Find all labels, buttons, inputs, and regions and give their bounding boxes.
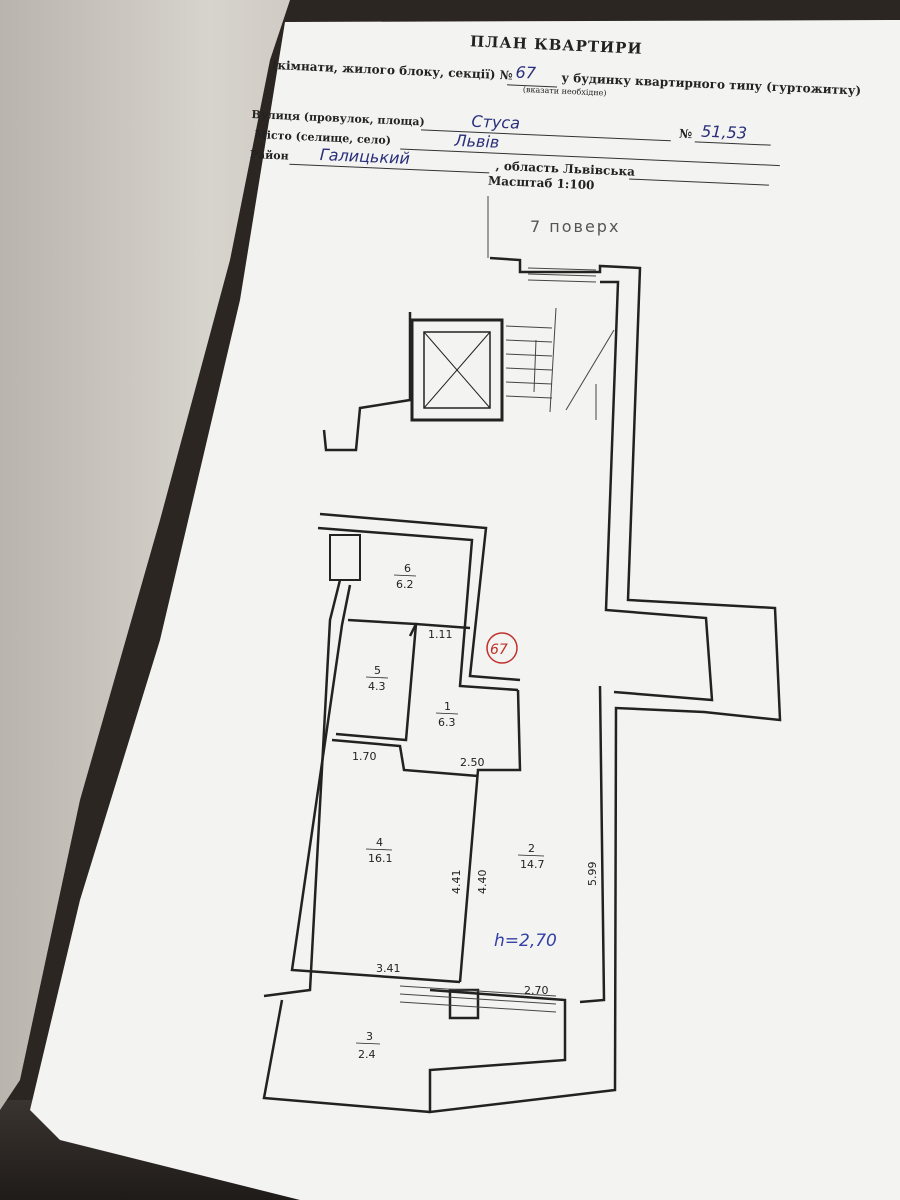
ceiling-height: h=2,70 (494, 931, 557, 951)
wall-bath-left-inner (290, 584, 461, 984)
dim-4-41: 4.41 (450, 870, 463, 895)
dim-2-50: 2.50 (460, 756, 485, 769)
room-4-no: 4 (376, 836, 383, 849)
wall-room1 (458, 689, 522, 983)
apartment-mark-circle (486, 632, 518, 664)
wall-room2-right (579, 685, 606, 1004)
wall-corridor (408, 622, 471, 637)
shaft-box (329, 534, 361, 581)
room-4-area: 16.1 (368, 852, 393, 865)
room-3-area: 2.4 (358, 1048, 376, 1061)
wall-room5 (335, 618, 418, 742)
dim-5-99: 5.99 (586, 862, 599, 887)
stair-treads-left (505, 325, 553, 399)
room-5-area: 4.3 (368, 680, 386, 693)
dim-4-40: 4.40 (476, 870, 489, 895)
stair-arrow-down (533, 339, 537, 393)
stair-diagonal (565, 329, 615, 411)
room-2-area: 14.7 (520, 858, 545, 871)
room-2-no: 2 (528, 842, 535, 855)
stair-handrail (549, 307, 557, 413)
room-3-no: 3 (366, 1030, 373, 1043)
room-labels: 6 6.2 5 4.3 1 6.3 4 16.1 2 14.7 3 2.4 (355, 562, 545, 1061)
wall-bath-left (263, 579, 342, 998)
wall-core-outer (428, 256, 782, 1114)
floor-label: 7 поверх (530, 217, 620, 236)
room-6-no: 6 (404, 562, 411, 575)
room-6-area: 6.2 (396, 578, 414, 591)
wall-room4-top (331, 738, 479, 778)
wall-apartment-top-inner (317, 526, 519, 692)
elevator-cab (423, 331, 491, 409)
dim-3-41: 3.41 (376, 962, 401, 975)
stair-treads-top (527, 267, 597, 283)
room-1-no: 1 (444, 700, 451, 713)
dim-1-70: 1.70 (352, 750, 377, 763)
dimension-labels: 1.11 1.70 2.50 4.41 4.40 5.99 3.41 2.70 (352, 628, 599, 997)
room-1-area: 6.3 (438, 716, 456, 729)
dim-1-11: 1.11 (428, 628, 453, 641)
elevator-cross-2 (423, 331, 491, 409)
apartment-mark: 67 (490, 642, 508, 658)
wall-balcony (262, 999, 431, 1114)
dim-2-70: 2.70 (524, 984, 549, 997)
window-hatch (399, 985, 557, 1013)
room-5-no: 5 (374, 664, 381, 677)
wall-apartment-top (319, 512, 521, 682)
elevator-shaft (410, 318, 504, 422)
wall-core-inner (600, 280, 714, 702)
wall-left-steps (322, 312, 412, 452)
